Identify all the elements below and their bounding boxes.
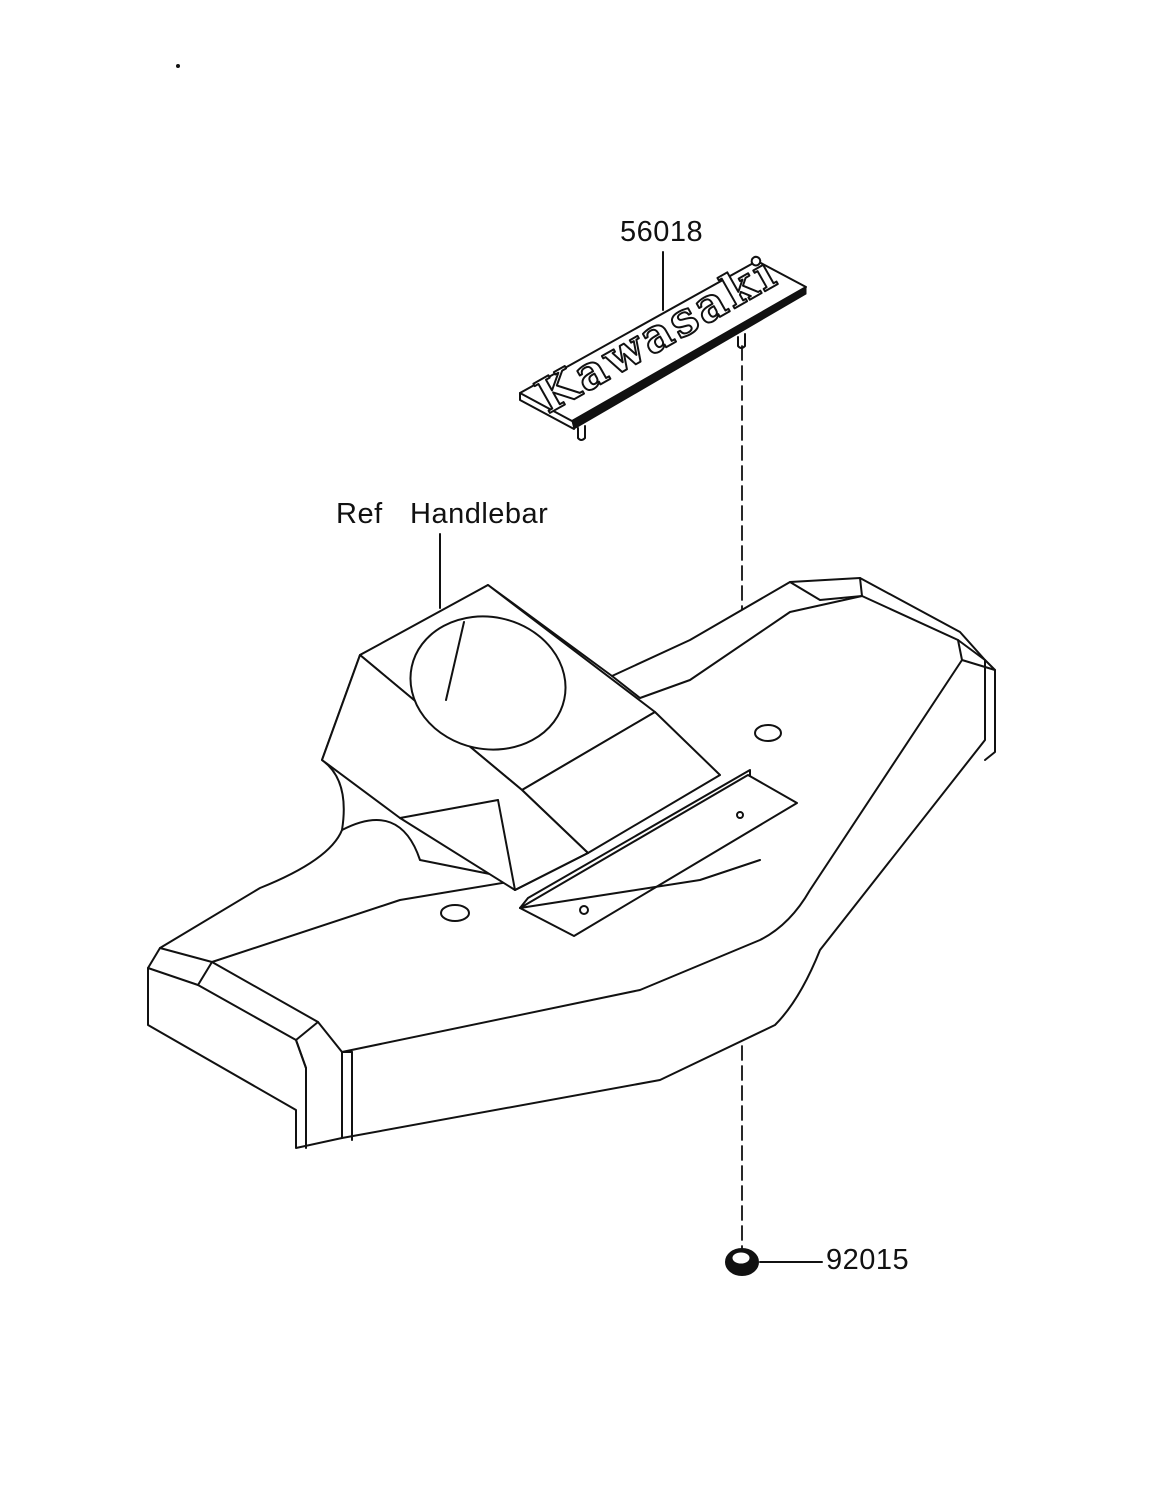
stray-dot <box>176 64 180 68</box>
part-number-92015: 92015 <box>826 1244 910 1276</box>
nut-part <box>725 1248 759 1276</box>
gauge-housing <box>321 584 721 891</box>
reference-part-handlebar: Handlebar <box>410 498 549 530</box>
emblem-brand-text: Kawasaki <box>527 244 787 423</box>
reference-prefix: Ref <box>336 498 383 530</box>
part-number-56018: 56018 <box>620 216 704 248</box>
